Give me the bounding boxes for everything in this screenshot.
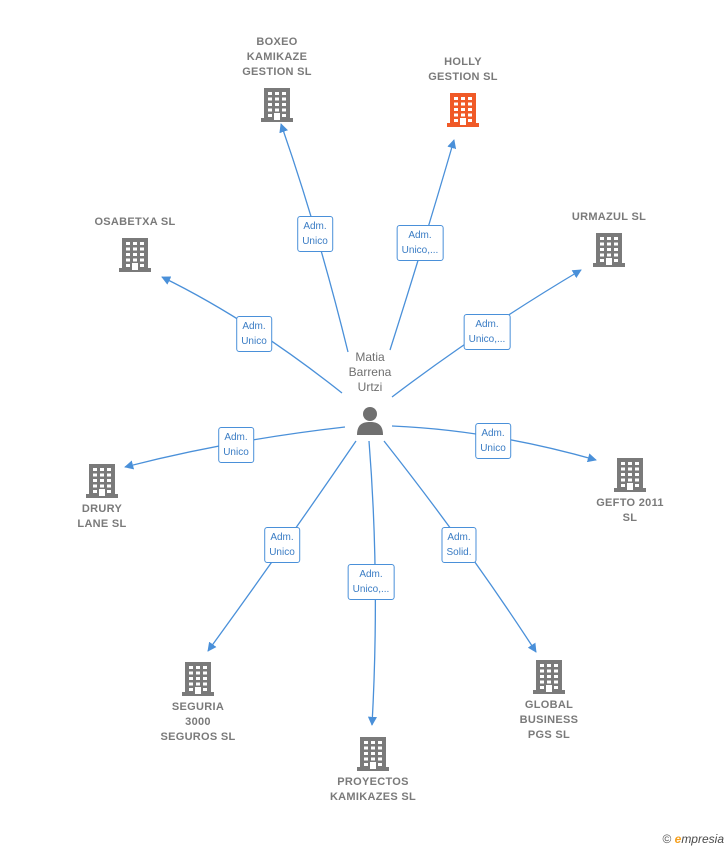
relation-label-drury[interactable]: Adm. Unico: [218, 427, 254, 463]
company-node-gefto[interactable]: GEFTO 2011 SL: [550, 456, 710, 526]
relation-label-proyectos[interactable]: Adm. Unico,...: [347, 564, 395, 600]
company-name: GLOBAL BUSINESS PGS SL: [519, 699, 579, 741]
building-icon: [529, 231, 689, 267]
company-node-urmazul[interactable]: URMAZUL SL: [529, 210, 689, 267]
relation-label-global[interactable]: Adm. Solid.: [441, 527, 477, 563]
relation-label-seguria[interactable]: Adm. Unico: [264, 527, 300, 563]
building-icon: [293, 735, 453, 771]
person-icon[interactable]: [355, 405, 385, 435]
relation-label-holly[interactable]: Adm. Unico,...: [396, 225, 444, 261]
company-name: PROYECTOS KAMIKAZES SL: [329, 776, 417, 803]
building-icon: [55, 236, 215, 272]
company-name: URMAZUL SL: [571, 211, 647, 223]
relation-label-gefto[interactable]: Adm. Unico: [475, 423, 511, 459]
company-node-holly[interactable]: HOLLY GESTION SL: [383, 55, 543, 127]
company-name: SEGURIA 3000 SEGUROS SL: [160, 701, 236, 743]
relation-label-boxeo[interactable]: Adm. Unico: [297, 216, 333, 252]
brand-logo-text: mpresia: [681, 832, 724, 846]
company-node-boxeo[interactable]: BOXEO KAMIKAZE GESTION SL: [197, 35, 357, 122]
building-icon: [118, 660, 278, 696]
copyright-symbol: ©: [662, 832, 672, 846]
relation-label-osabetxa[interactable]: Adm. Unico: [236, 316, 272, 352]
company-name: DRURY LANE SL: [77, 503, 127, 530]
company-name: HOLLY GESTION SL: [428, 56, 498, 83]
company-name: GEFTO 2011 SL: [596, 497, 664, 524]
relation-label-urmazul[interactable]: Adm. Unico,...: [463, 314, 511, 350]
brand-logo-e: e: [674, 832, 682, 846]
building-icon: [469, 658, 629, 694]
company-name: OSABETXA SL: [94, 216, 176, 228]
footer-brand: © empresia: [662, 832, 724, 846]
company-node-osabetxa[interactable]: OSABETXA SL: [55, 215, 215, 272]
company-node-seguria[interactable]: SEGURIA 3000 SEGUROS SL: [118, 660, 278, 745]
building-icon: [383, 91, 543, 127]
company-name: BOXEO KAMIKAZE GESTION SL: [242, 36, 312, 78]
building-icon: [550, 456, 710, 492]
company-node-global[interactable]: GLOBAL BUSINESS PGS SL: [469, 658, 629, 743]
building-icon: [197, 86, 357, 122]
building-icon: [22, 462, 182, 498]
company-node-proyectos[interactable]: PROYECTOS KAMIKAZES SL: [293, 735, 453, 805]
company-node-drury[interactable]: DRURY LANE SL: [22, 462, 182, 532]
person-name: Matia Barrena Urtzi: [348, 350, 392, 394]
